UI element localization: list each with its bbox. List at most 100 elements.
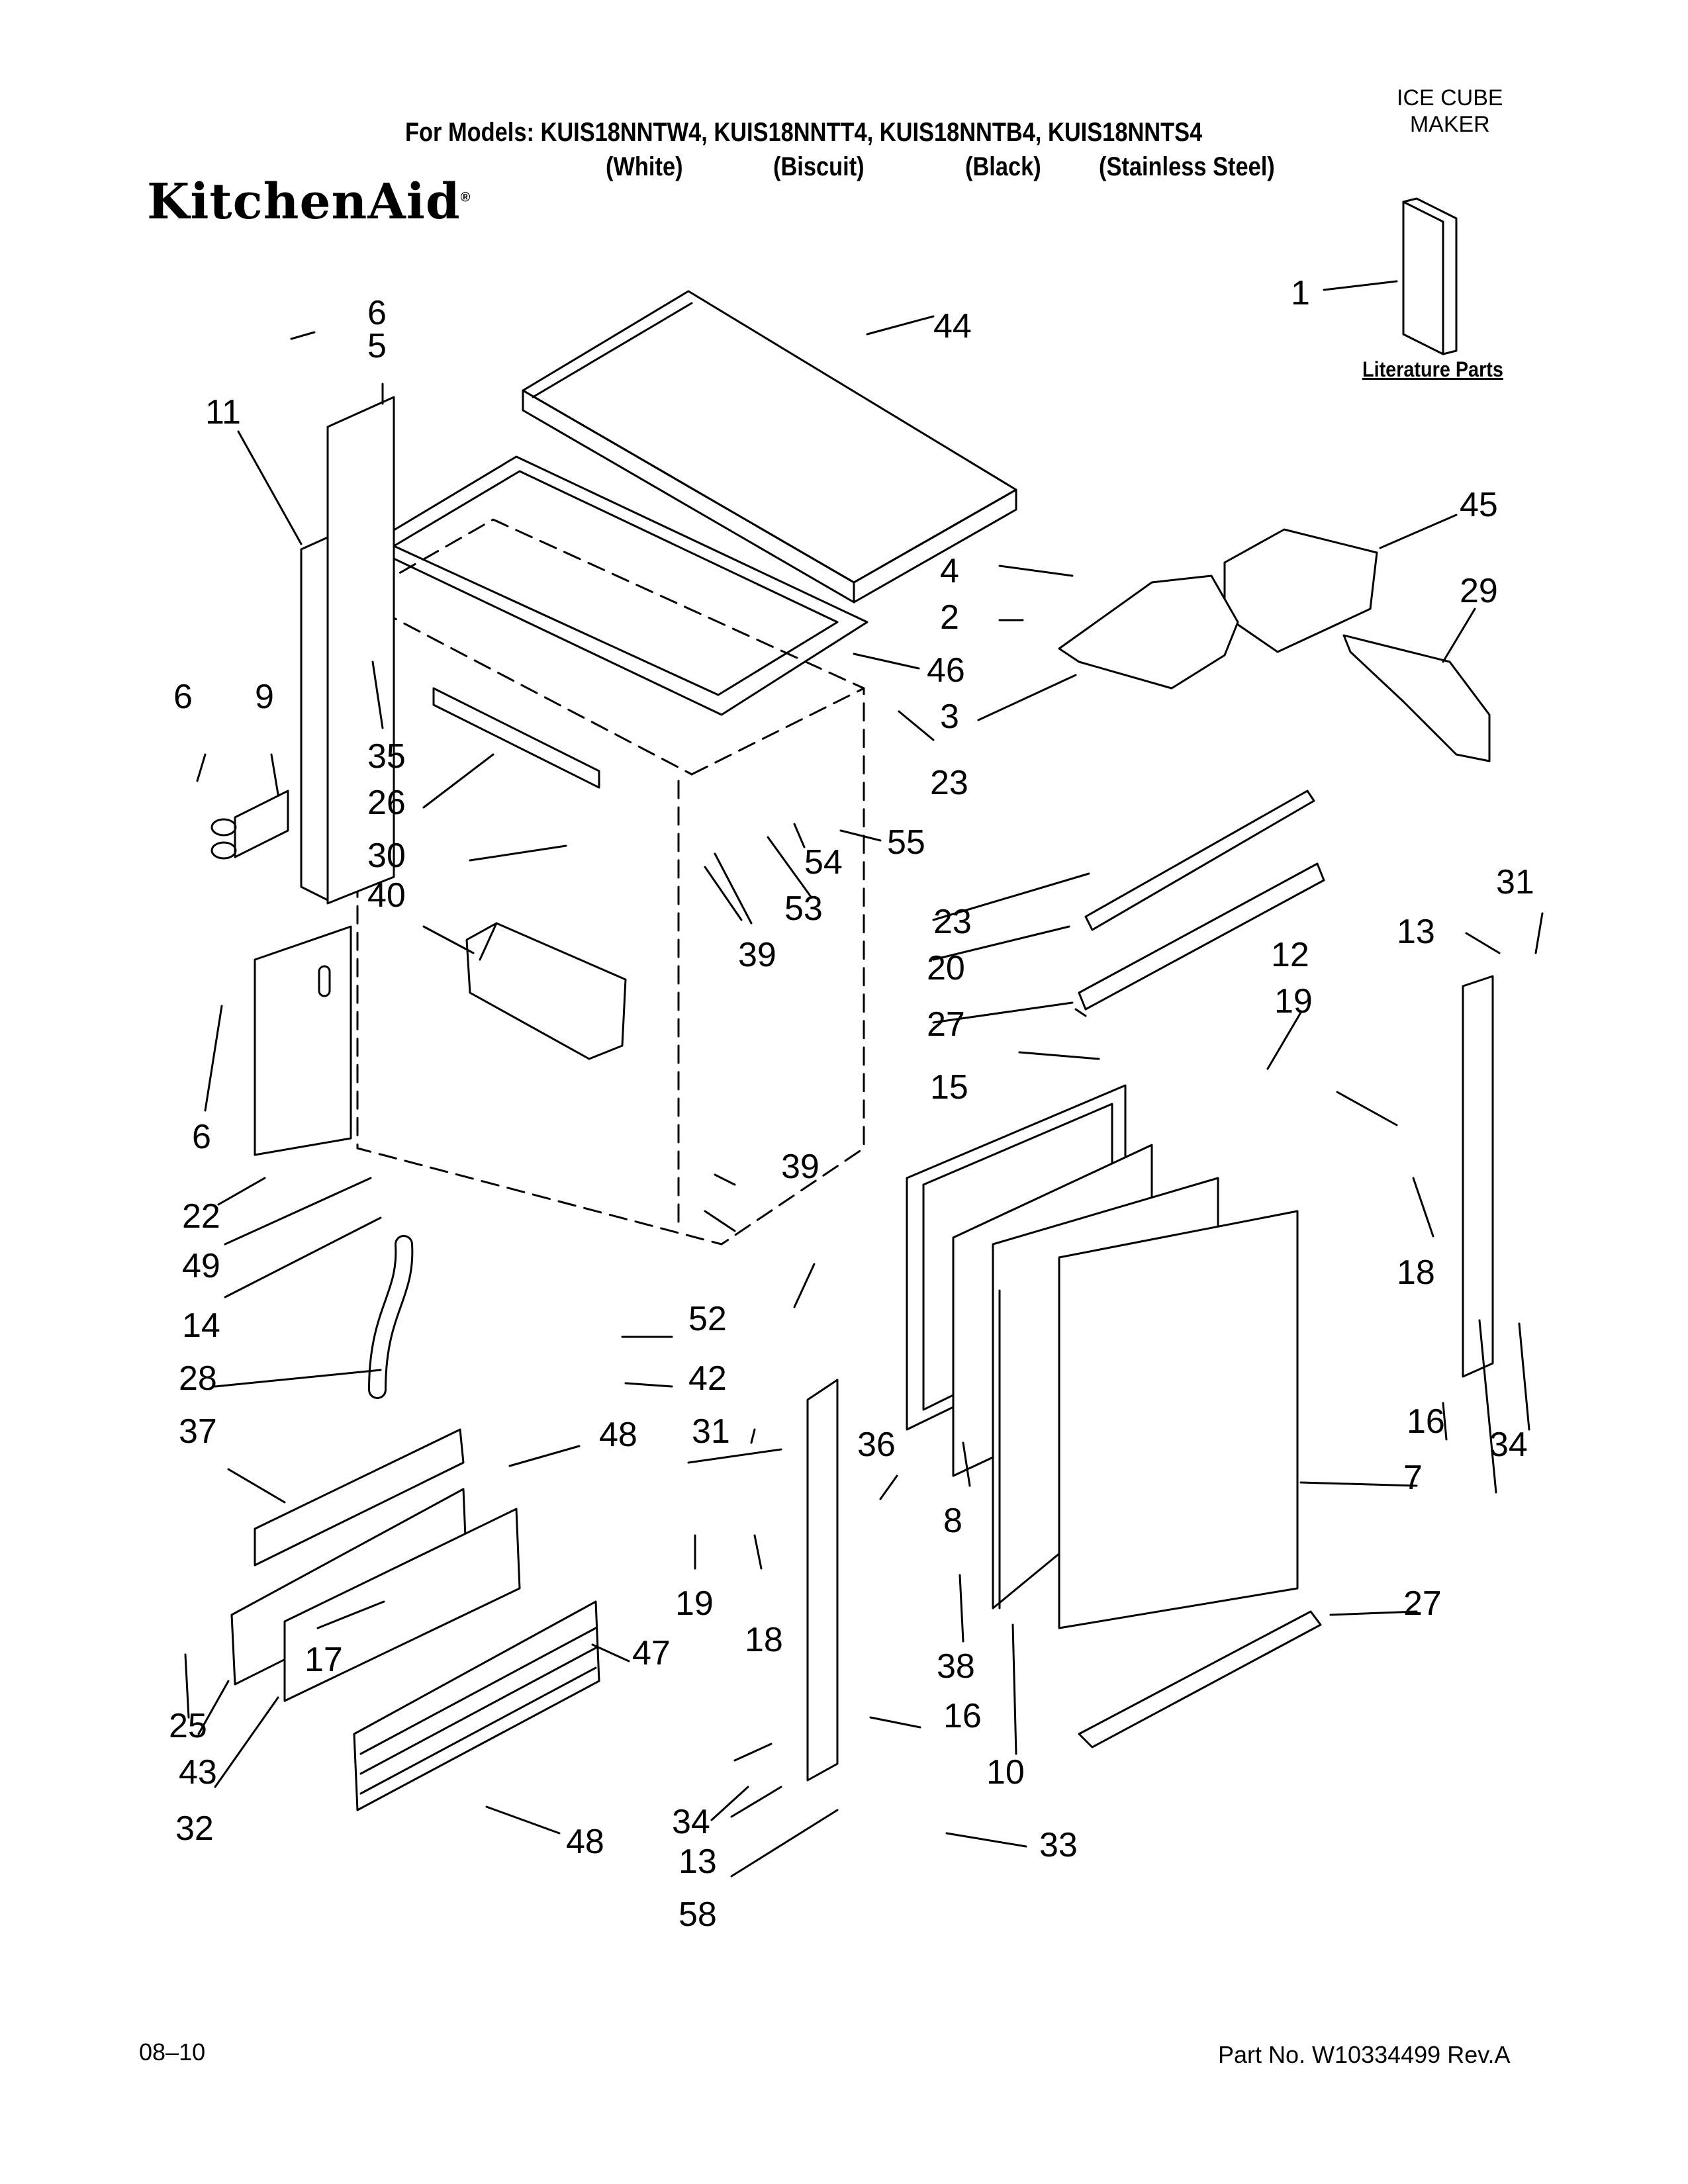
bottom-trim [1078, 1610, 1322, 1749]
callout-label: 19 [675, 1584, 714, 1623]
left-side-rail [806, 1379, 839, 1782]
callout-label: 39 [738, 936, 776, 974]
callout-label: 15 [930, 1068, 968, 1107]
callout-label: 34 [1489, 1426, 1528, 1464]
callout-label: 25 [169, 1707, 207, 1745]
side-panel [254, 925, 352, 1156]
callout-label: 43 [179, 1753, 217, 1792]
callout-label: 11 [205, 393, 241, 432]
callout-label: 6 [367, 294, 387, 332]
callout-label: 31 [692, 1412, 730, 1451]
callout-label: 31 [1496, 863, 1534, 901]
footer-part-number: Part No. W10334499 Rev.A [1218, 2041, 1511, 2068]
callout-label: 9 [255, 678, 274, 716]
door-panel [998, 1210, 1299, 1629]
ice-chute [1058, 574, 1239, 690]
callout-label: 45 [1460, 486, 1498, 524]
callout-label: 34 [672, 1803, 710, 1841]
callout-label: 5 [367, 327, 387, 365]
brand-logo: KitchenAid® [147, 173, 471, 230]
callout-label: 2 [940, 598, 959, 637]
callout-label: 13 [1397, 913, 1435, 951]
callout-label: 36 [857, 1426, 896, 1464]
back-panel [300, 396, 395, 905]
section-title-line1: ICE CUBE [1397, 85, 1503, 111]
callout-label: 22 [182, 1197, 220, 1236]
callout-label: 55 [887, 823, 925, 862]
callout-label: 53 [784, 889, 823, 928]
callout-label: 40 [367, 876, 406, 915]
callout-label: 23 [930, 764, 968, 802]
callout-label: 7 [1403, 1459, 1423, 1497]
slide-rail [432, 687, 600, 789]
instruction-card [1223, 528, 1378, 653]
callout-label: 13 [679, 1843, 717, 1881]
callout-label: 16 [1407, 1402, 1445, 1441]
callout-label: 46 [927, 651, 965, 690]
callout-label: 8 [943, 1502, 962, 1540]
color-black: (Black) [965, 152, 1041, 181]
hinge-bracket [211, 790, 289, 860]
callout-label: 23 [933, 903, 972, 941]
callout-labels: 1 44 6 5 11 45 4 29 2 46 3 6 9 35 26 23 … [169, 274, 1534, 1934]
grille [353, 1600, 600, 1811]
footer-date: 08–10 [139, 2038, 206, 2066]
callout-label: 27 [927, 1005, 965, 1044]
callout-label: 48 [566, 1823, 604, 1861]
color-biscuit: (Biscuit) [773, 152, 865, 181]
callout-label: 38 [937, 1647, 975, 1686]
callout-label: 17 [305, 1641, 343, 1679]
callout-label: 14 [182, 1306, 220, 1345]
callout-label: 49 [182, 1247, 220, 1285]
callout-label: 30 [367, 837, 406, 875]
top-hinge-plate [1078, 790, 1325, 1011]
leader-lines [184, 280, 1544, 1878]
callout-label: 3 [940, 698, 959, 736]
callout-label: 42 [688, 1359, 727, 1398]
callout-label: 16 [943, 1697, 982, 1735]
callout-label: 29 [1460, 572, 1498, 610]
callout-label: 20 [927, 949, 965, 987]
callout-label: 10 [986, 1753, 1025, 1792]
callout-label: 39 [781, 1148, 820, 1186]
callout-label: 26 [367, 784, 406, 822]
callout-label: 27 [1403, 1584, 1442, 1623]
literature-booklet [1402, 197, 1458, 355]
callout-label: 4 [940, 552, 959, 590]
ice-scoop [1342, 634, 1491, 762]
callout-label: 48 [599, 1416, 637, 1454]
literature-parts-label: Literature Parts [1362, 357, 1503, 381]
section-title-line2: MAKER [1409, 112, 1490, 137]
callout-label: 6 [192, 1118, 211, 1156]
callout-label: 58 [679, 1895, 717, 1934]
callout-label: 1 [1291, 274, 1310, 312]
callout-label: 19 [1274, 982, 1313, 1021]
top-gasket-frame [366, 455, 868, 716]
color-white: (White) [606, 152, 683, 181]
callout-label: 12 [1271, 936, 1309, 974]
callout-label: 35 [367, 737, 406, 776]
brand-name: KitchenAid [147, 173, 461, 230]
drain-hose [368, 1235, 414, 1399]
models-title: For Models: KUIS18NNTW4, KUIS18NNTT4, KU… [405, 118, 1203, 147]
callout-label: 32 [175, 1809, 214, 1848]
top-panel [522, 290, 1017, 604]
callout-label: 37 [179, 1412, 217, 1451]
callout-label: 18 [1397, 1253, 1435, 1292]
callout-label: 47 [632, 1634, 671, 1672]
callout-label: 44 [933, 307, 972, 345]
right-side-rail [1462, 975, 1494, 1378]
callout-label: 18 [745, 1621, 783, 1659]
cabinet-outline [353, 518, 865, 1246]
callout-label: 33 [1039, 1826, 1078, 1864]
callout-label: 6 [173, 678, 193, 716]
kickplate [230, 1428, 521, 1702]
section-title: ICE CUBE MAKER [1397, 85, 1503, 138]
callout-label: 52 [688, 1300, 727, 1338]
brand-registered-mark: ® [460, 190, 471, 205]
callout-label: 28 [179, 1359, 217, 1398]
color-stainless: (Stainless Steel) [1099, 152, 1275, 181]
callout-label: 54 [804, 843, 843, 882]
ice-bin [465, 922, 627, 1060]
